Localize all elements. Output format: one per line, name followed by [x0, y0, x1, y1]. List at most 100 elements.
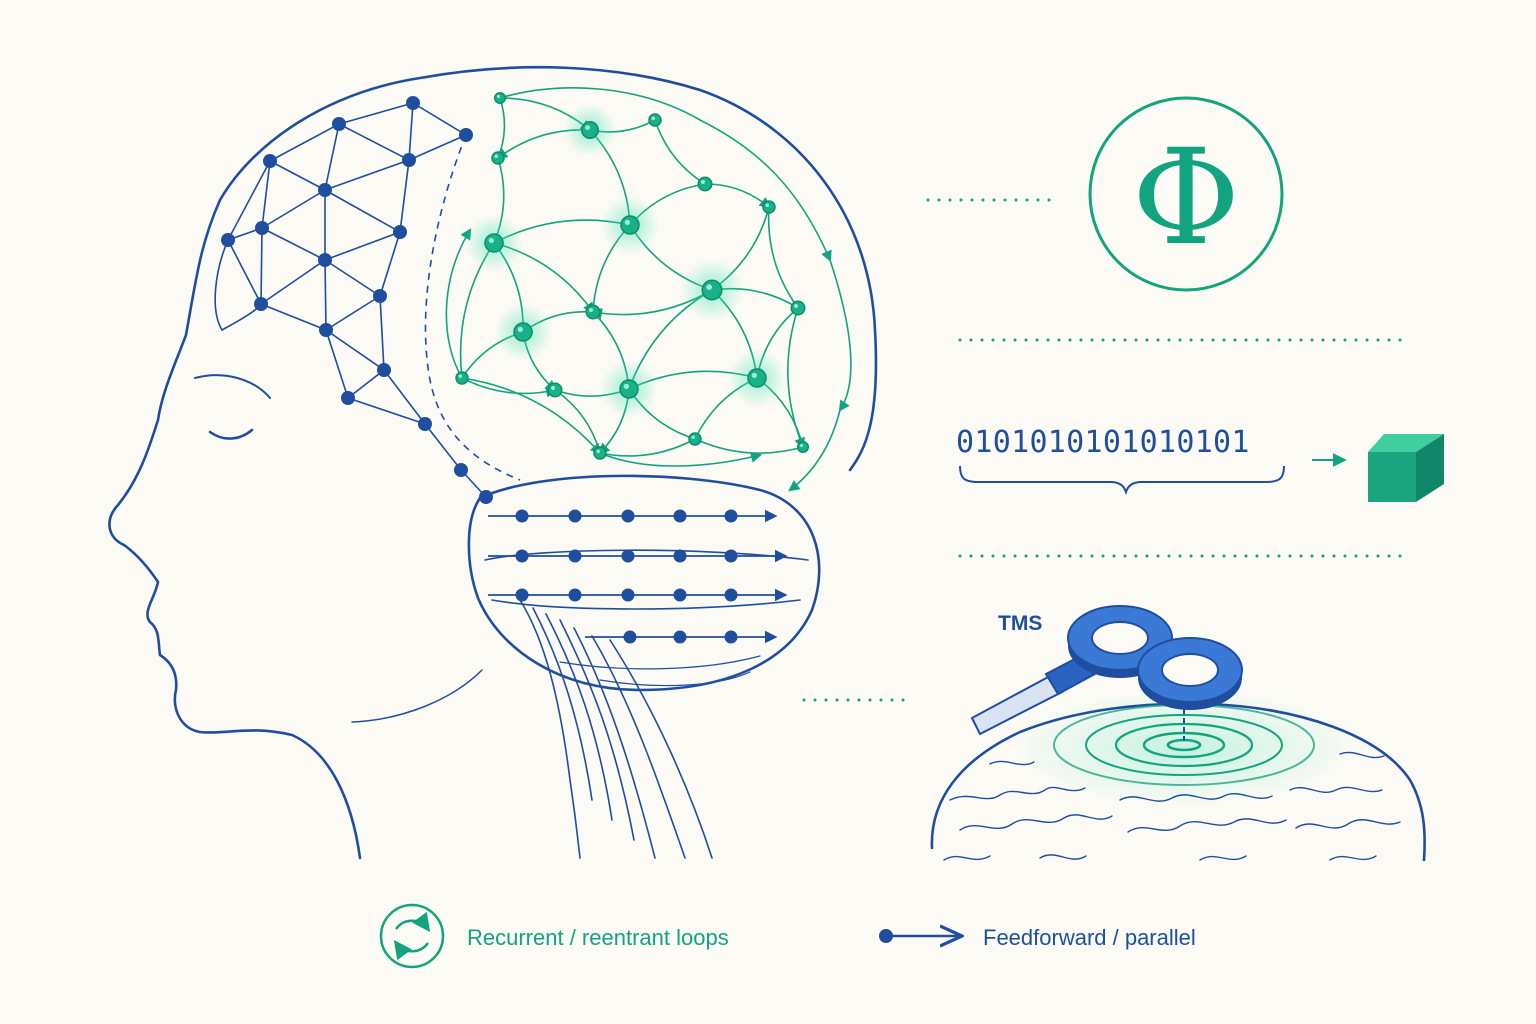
- node-highlight: [488, 237, 494, 243]
- feedforward-node: [724, 549, 738, 563]
- mesh-edge: [399, 159, 410, 233]
- node-highlight: [624, 219, 630, 225]
- mesh-edge: [261, 160, 271, 229]
- mesh-edge: [338, 123, 410, 161]
- mesh-edge: [347, 397, 426, 425]
- node-highlight: [794, 304, 799, 308]
- legend-recurrent: Recurrent / reentrant loops: [379, 903, 729, 969]
- neck-front: [351, 669, 483, 723]
- mesh-edge: [227, 160, 271, 241]
- recurrent-edge: [767, 206, 799, 309]
- mesh-edge: [383, 369, 426, 425]
- recurrent-loop-icon: [379, 903, 445, 969]
- mesh-edge: [424, 423, 462, 471]
- node-highlight: [551, 386, 556, 390]
- feedforward-node: [724, 630, 738, 644]
- binary-panel: 0101010101010101: [956, 425, 1444, 502]
- eye-closed: [208, 428, 254, 440]
- recurrent-edge: [461, 377, 602, 455]
- mesh-node: [332, 117, 346, 131]
- recurrent-network: [445, 87, 852, 492]
- mesh-node: [459, 128, 473, 142]
- node-highlight: [623, 383, 629, 389]
- recurrent-loop-edge: [499, 87, 832, 263]
- node-highlight: [517, 326, 523, 332]
- eyebrow: [194, 374, 271, 399]
- recurrent-node: [581, 121, 599, 139]
- brainstem: [519, 599, 713, 859]
- feedforward-node: [673, 509, 687, 523]
- legend-feedforward: Feedforward / parallel: [879, 925, 1196, 950]
- feedforward-node: [515, 509, 529, 523]
- node-highlight: [496, 94, 500, 98]
- mesh-node: [263, 154, 277, 168]
- recurrent-node: [790, 300, 806, 316]
- recurrent-node: [547, 382, 563, 398]
- mesh-edge: [412, 102, 467, 136]
- node-highlight: [589, 308, 594, 312]
- feedforward-node: [673, 630, 687, 644]
- mesh-edge: [379, 295, 385, 371]
- mesh-edge: [227, 239, 262, 305]
- recurrent-loop-edge: [599, 451, 763, 467]
- node-highlight: [799, 443, 804, 447]
- mesh-edge: [261, 227, 326, 261]
- binary-string: 0101010101010101: [956, 425, 1250, 460]
- tms-label: TMS: [998, 612, 1042, 635]
- cerebellum: [467, 474, 821, 692]
- node-highlight: [706, 284, 712, 291]
- feedforward-node: [568, 588, 582, 602]
- recurrent-edge: [554, 389, 601, 454]
- recurrent-node: [619, 379, 639, 399]
- frontal-mesh: [214, 96, 521, 504]
- mesh-edge: [269, 123, 340, 162]
- mesh-dashed-boundary: [424, 134, 521, 481]
- mesh-edge: [408, 134, 467, 161]
- recurrent-edge: [694, 438, 804, 454]
- feedforward-node: [515, 549, 529, 563]
- node-highlight: [494, 154, 498, 159]
- mesh-edge: [324, 259, 381, 297]
- recurrent-node: [620, 215, 640, 235]
- recurrent-edge: [599, 438, 696, 457]
- mesh-node: [255, 221, 269, 235]
- mesh-edge: [261, 189, 326, 229]
- recurrent-node: [648, 113, 662, 127]
- tms-panel: TMS: [930, 605, 1426, 862]
- cerebellum-outline: [467, 474, 821, 692]
- mesh-edge: [324, 259, 327, 331]
- legend-recurrent-label: Recurrent / reentrant loops: [467, 925, 729, 950]
- node-highlight: [765, 203, 769, 208]
- mesh-edge: [214, 239, 262, 332]
- feedforward-node: [621, 549, 635, 563]
- recurrent-edge: [704, 183, 771, 209]
- node-highlight: [691, 435, 695, 439]
- recurrent-node: [455, 371, 469, 385]
- mesh-edge: [260, 227, 263, 305]
- mesh-node: [393, 225, 407, 239]
- feedforward-node: [724, 588, 738, 602]
- node-highlight: [585, 125, 591, 130]
- mesh-edge: [325, 295, 381, 331]
- recurrent-node: [701, 279, 723, 301]
- mesh-node: [318, 253, 332, 267]
- recurrent-edge: [787, 307, 805, 450]
- recurrent-node: [513, 322, 533, 342]
- mesh-edge: [408, 102, 414, 161]
- recurrent-node: [593, 446, 607, 460]
- recurrent-node: [585, 304, 601, 320]
- recurrent-edge: [497, 97, 506, 159]
- recurrent-node: [747, 368, 767, 388]
- head-profile: [108, 65, 878, 860]
- cerebellum-fold: [599, 671, 751, 687]
- phi-symbol-icon: Φ: [1132, 121, 1240, 275]
- mesh-node: [254, 297, 268, 311]
- feedforward-node: [623, 630, 637, 644]
- mesh-edge: [338, 102, 414, 125]
- mesh-edge: [324, 123, 340, 191]
- underbrace: [959, 465, 1285, 496]
- mesh-edge: [325, 329, 385, 371]
- recurrent-node: [762, 200, 776, 214]
